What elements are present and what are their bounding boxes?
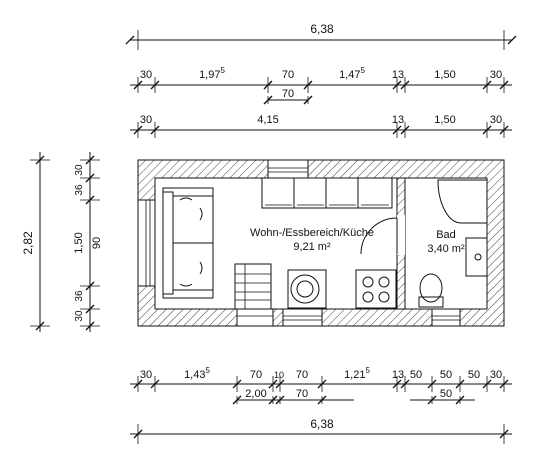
room-living-name: Wohn-/Essbereich/Küche (250, 227, 374, 239)
bottom-dimension-chain: 30 1,435 70 10 70 1,215 13 50 50 50 30 2… (130, 366, 512, 405)
room-living-area: 9,21 m² (293, 241, 331, 253)
toilet (418, 273, 444, 308)
bot-dim-50-sub: 50 (440, 388, 452, 400)
left-dim-30a: 30 (74, 164, 85, 176)
top-dim-70: 70 (282, 69, 294, 81)
left-dim-mid: 1,50 (73, 232, 85, 253)
top-dim-30b: 30 (490, 69, 502, 81)
left-dim-36b: 36 (74, 290, 85, 302)
bot-dim-10: 10 (274, 370, 284, 380)
bot-dim-143: 1,435 (184, 366, 210, 381)
left-dim-90: 90 (91, 237, 103, 249)
bot-dim-50b: 50 (440, 369, 452, 381)
bot-dim-30b: 30 (490, 369, 502, 381)
bot-dim-70-sub: 70 (296, 388, 308, 400)
left-dim-30b: 30 (74, 310, 85, 322)
bottom-dimension-total: 6,38 (130, 417, 512, 444)
bot-dim-30a: 30 (140, 369, 152, 381)
top3-dim-30a: 30 (140, 114, 152, 126)
bot-dim-50a: 50 (410, 369, 422, 381)
top3-dim-13: 13 (392, 114, 404, 126)
stove (355, 269, 397, 309)
top-total-label: 6,38 (310, 22, 334, 36)
top-dimension-total: 6,38 (125, 22, 517, 50)
bot-dim-70b: 70 (296, 369, 308, 381)
left-dimension-chain: 1,50 30 36 90 36 30 (73, 152, 103, 332)
bot-dim-200: 2,00 (245, 388, 266, 400)
left-total-label: 2,82 (21, 231, 35, 255)
top-dim-13: 13 (392, 69, 404, 81)
bottom-total-label: 6,38 (310, 417, 334, 431)
top3-dim-415: 4,15 (257, 114, 278, 126)
bot-dim-70a: 70 (250, 369, 262, 381)
shower (437, 179, 488, 224)
top-dim-150: 1,50 (434, 69, 455, 81)
room-bath-area: 3,40 m² (427, 243, 465, 255)
left-dimension-total: 2,82 (21, 152, 50, 332)
bot-dim-50c: 50 (468, 369, 480, 381)
top-dim-147: 1,475 (339, 66, 365, 81)
left-dim-36a: 36 (74, 184, 85, 196)
washing-machine (287, 269, 327, 309)
sofa-bed (162, 187, 214, 299)
top3-dim-30b: 30 (490, 114, 502, 126)
top-dim-197: 1,975 (199, 66, 225, 81)
bot-dim-121: 1,215 (344, 366, 370, 381)
staircase (234, 263, 272, 310)
top-dimension-chain-2: 30 4,15 13 1,50 30 (130, 114, 512, 138)
top-dim-70-sub: 70 (282, 88, 294, 100)
top3-dim-150: 1,50 (434, 114, 455, 126)
room-labels: Wohn-/Essbereich/Küche 9,21 m² Bad 3,40 … (250, 227, 465, 255)
bathroom-sink (465, 237, 488, 277)
top-dim-30a: 30 (140, 69, 152, 81)
wall-cabinets (261, 177, 393, 209)
door (360, 215, 405, 255)
top-dimension-chain-1: 30 1,975 70 1,475 13 1,50 30 70 (130, 66, 512, 105)
room-bath-name: Bad (436, 229, 456, 241)
bot-dim-13: 13 (392, 369, 404, 381)
windows (137, 159, 461, 327)
